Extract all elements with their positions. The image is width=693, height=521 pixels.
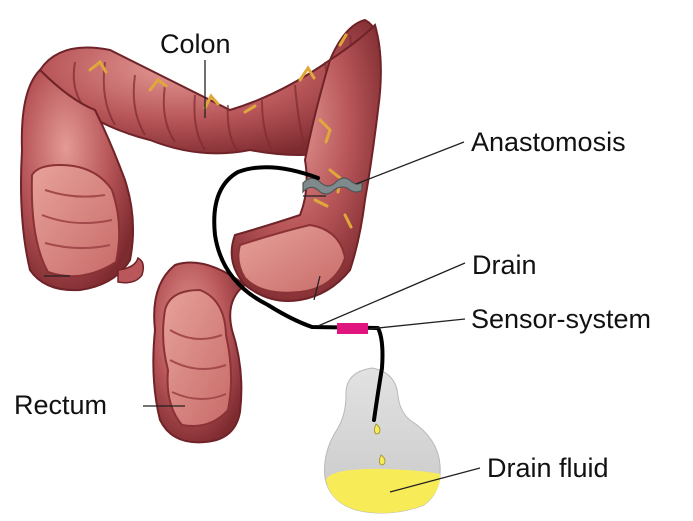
sensor-leader-line	[368, 319, 465, 329]
drain-fluid-label: Drain fluid	[487, 455, 609, 482]
rectum	[153, 263, 245, 443]
anastomosis-label: Anastomosis	[471, 129, 626, 156]
drain-fluid-bag	[325, 368, 441, 513]
sensor-system-marker	[337, 323, 368, 334]
drain-label: Drain	[472, 252, 537, 279]
colon-label: Colon	[160, 31, 231, 58]
descending-colon	[232, 25, 381, 301]
sensor-system-label: Sensor-system	[471, 306, 651, 333]
rectum-label: Rectum	[14, 392, 107, 419]
